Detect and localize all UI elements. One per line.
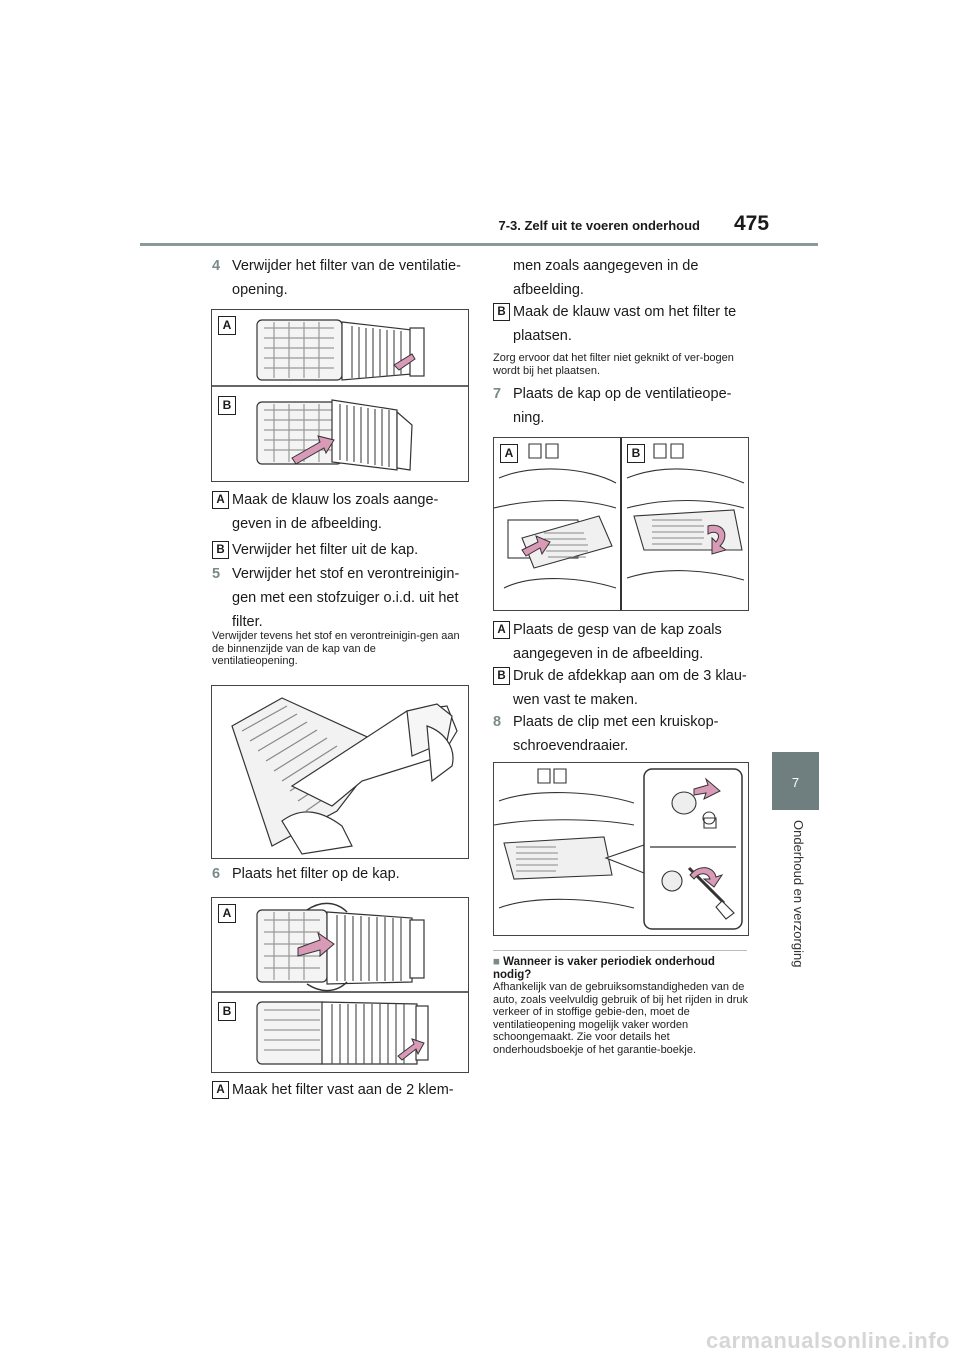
figure-label-b: B — [218, 1002, 236, 1021]
step-number: 6 — [212, 866, 221, 882]
substep-text: Plaats de gesp van de kap zoals aangegev… — [513, 622, 722, 662]
substep-text: Druk de afdekkap aan om de 3 klau-wen va… — [513, 668, 747, 708]
step-number: 4 — [212, 258, 221, 274]
step-number: 7 — [493, 386, 502, 402]
badge-a: A — [493, 621, 510, 639]
badge-a: A — [212, 1081, 229, 1099]
step-8: 8 Plaats de clip met een kruiskop-schroe… — [493, 710, 753, 758]
step-text: Verwijder het filter van de ventilatie-o… — [232, 258, 461, 298]
figure-label-a: A — [218, 904, 236, 923]
figure-label-a: A — [500, 444, 518, 463]
figure-label-a: A — [218, 316, 236, 335]
figure-place-cover: A B — [493, 437, 749, 611]
figure-label-b: B — [627, 444, 645, 463]
substep-a-continued: men zoals aangegeven in de afbeelding. — [493, 254, 743, 302]
step-5: 5 Verwijder het stof en verontreinigin-g… — [212, 562, 472, 634]
substep-text: Maak de klauw vast om het filter te plaa… — [513, 304, 737, 344]
badge-a: A — [212, 491, 229, 509]
figure-install-clip — [493, 762, 749, 936]
info-box: ■ Wanneer is vaker periodiek onderhoud n… — [493, 956, 749, 1056]
substep-a-place-clasp: A Plaats de gesp van de kap zoals aangeg… — [493, 618, 743, 666]
figure-label-b: B — [218, 396, 236, 415]
page-number: 475 — [734, 212, 770, 235]
step-number: 5 — [212, 566, 221, 582]
substep-b-fix-claw: B Maak de klauw vast om het filter te pl… — [493, 300, 743, 348]
step-7: 7 Plaats de kap op de ventilatieope-ning… — [493, 382, 753, 430]
substep-b-remove-filter: B Verwijder het filter uit de kap. — [212, 538, 462, 562]
figure-remove-filter: A B — [211, 309, 469, 482]
step-text: Plaats de kap op de ventilatieope-ning. — [513, 386, 732, 426]
chapter-tab: 7 — [772, 752, 819, 810]
substep-text: Maak het filter vast aan de 2 klem- — [232, 1082, 454, 1098]
badge-b: B — [493, 667, 510, 685]
step-number: 8 — [493, 714, 502, 730]
step-text: Plaats de clip met een kruiskop-schroeve… — [513, 714, 719, 754]
substep-text: men zoals aangegeven in de afbeelding. — [513, 258, 699, 298]
step-text: Verwijder het stof en verontreinigin-gen… — [232, 566, 460, 630]
substep-b-press-cover: B Druk de afdekkap aan om de 3 klau-wen … — [493, 664, 747, 712]
step-6: 6 Plaats het filter op de kap. — [212, 862, 472, 886]
header-rule — [140, 243, 818, 246]
info-title: ■ Wanneer is vaker periodiek onderhoud n… — [493, 956, 749, 981]
note-no-bending: Zorg ervoor dat het filter niet geknikt … — [493, 352, 734, 377]
substep-a-attach-filter: A Maak het filter vast aan de 2 klem- — [212, 1078, 462, 1102]
step-text: Plaats het filter op de kap. — [232, 866, 400, 882]
badge-b: B — [493, 303, 510, 321]
section-title: 7-3. Zelf uit te voeren onderhoud — [498, 218, 700, 233]
figure-install-filter: A B — [211, 897, 469, 1073]
substep-text: Maak de klauw los zoals aange-geven in d… — [232, 492, 439, 532]
step-4: 4 Verwijder het filter van de ventilatie… — [212, 254, 472, 304]
info-body: Afhankelijk van de gebruiksomstandighede… — [493, 981, 748, 1056]
watermark-text: carmanualsonline.info — [706, 1328, 950, 1353]
chapter-title: Onderhoud en verzorging — [791, 820, 806, 968]
square-bullet-icon: ■ — [493, 956, 500, 968]
figure-vacuum-filter — [211, 685, 469, 859]
info-separator — [493, 950, 747, 951]
note-clean-cover: Verwijder tevens het stof en verontreini… — [212, 630, 460, 667]
substep-text: Verwijder het filter uit de kap. — [232, 542, 419, 558]
substep-a-release-claw: A Maak de klauw los zoals aange-geven in… — [212, 488, 462, 536]
info-title-text: Wanneer is vaker periodiek onderhoud nod… — [493, 956, 715, 981]
badge-b: B — [212, 541, 229, 559]
